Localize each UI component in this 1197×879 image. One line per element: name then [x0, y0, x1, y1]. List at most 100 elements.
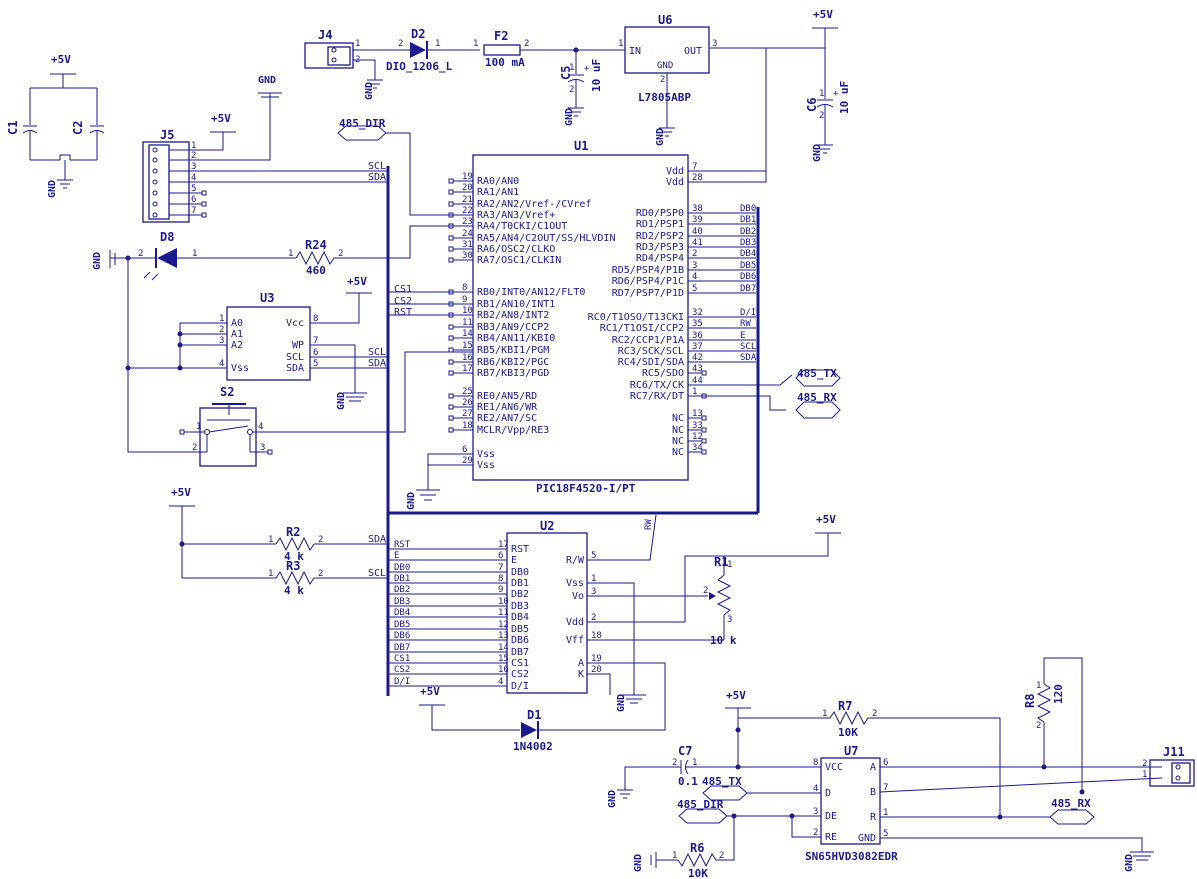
u2-pin-name: Vss: [566, 578, 584, 589]
j5-pin-num: 4: [191, 173, 196, 183]
u1-pin-name: Vdd: [666, 166, 684, 177]
c1-c2-decoupling: +5V C1 C2 GND: [6, 53, 105, 198]
svg-text:+: +: [833, 89, 839, 99]
svg-text:RW: RW: [644, 519, 654, 530]
j5-pin-num: 1: [191, 141, 196, 151]
u1-pin-num: 20: [462, 183, 473, 193]
u1-pin-num: 35: [692, 319, 703, 329]
u6-ref: U6: [658, 13, 672, 27]
u1-pin-name: RC1/T1OSI/CCP2: [600, 323, 684, 334]
r7-value: 10K: [838, 726, 858, 739]
svg-text:+5V: +5V: [51, 53, 71, 66]
u7-pin-num: 6: [883, 758, 888, 768]
u2-pin-name: DB5: [511, 624, 529, 635]
u1-pin-name: NC: [672, 447, 684, 458]
u1-pin-name: RD7/PSP7/P1D: [612, 288, 684, 299]
u2-pin-num: 5: [591, 551, 596, 561]
svg-text:GND: GND: [364, 82, 375, 100]
svg-text:1: 1: [672, 851, 677, 861]
u1-pin-num: 5: [692, 284, 697, 294]
d1-value: 1N4002: [513, 740, 553, 753]
u1-pin-num: 34: [692, 443, 703, 453]
u2-pin-name: DB3: [511, 601, 529, 612]
r6-value: 10K: [688, 867, 708, 879]
d8-led: GND D8 2 1: [92, 230, 296, 281]
u2-pin-num: 12: [498, 620, 509, 630]
svg-text:2: 2: [703, 586, 708, 596]
net-485-dir-top: 485_DIR: [337, 117, 473, 216]
u2-pin-num: 13: [498, 631, 509, 641]
u1-pin-num: 3: [692, 261, 697, 271]
c5-capacitor: C5 10 uF + 1 2 GND: [559, 47, 603, 126]
u1-net-label: DB6: [740, 272, 756, 282]
svg-text:GND: GND: [336, 392, 347, 410]
u2-pin-name: DB2: [511, 589, 529, 600]
u2-pin-num: 7: [498, 563, 503, 573]
svg-text:1: 1: [819, 89, 824, 99]
u1-net-label: DB1: [740, 215, 756, 225]
u1-pin-name: RC3/SCK/SCL: [618, 346, 684, 357]
u1-pin-name: MCLR/Vpp/RE3: [477, 425, 549, 436]
u1-pin-name: RD4/PSP4: [636, 253, 684, 264]
u2-net-label: DB0: [394, 563, 410, 573]
svg-text:4: 4: [258, 422, 263, 432]
svg-text:IN: IN: [629, 46, 641, 57]
svg-text:2: 2: [338, 249, 343, 259]
u1-net-label: SCL: [740, 342, 756, 352]
c6-value: 10 uF: [838, 81, 851, 114]
svg-text:GND: GND: [633, 854, 644, 872]
u7-pin-name: D: [825, 788, 831, 799]
u1-pin-num: 10: [462, 306, 473, 316]
u3-pin-name: A0: [231, 318, 243, 329]
u1-pin-name: RC2/CCP1/P1A: [612, 335, 684, 346]
svg-text:2: 2: [318, 569, 323, 579]
u2-pin-name: DB4: [511, 612, 529, 623]
svg-text:1: 1: [618, 39, 623, 49]
u1-pin-name: RD5/PSP4/P1B: [612, 265, 684, 276]
svg-text:1: 1: [268, 535, 273, 545]
c2-ref: C2: [71, 121, 85, 135]
u2-pin-num: 6: [498, 551, 503, 561]
u1-net-label: DB7: [740, 284, 756, 294]
svg-text:1: 1: [435, 39, 440, 49]
u1-pin-name: RC7/RX/DT: [630, 391, 684, 402]
u1-pin-name: RC0/T1OSO/T13CKI: [588, 312, 684, 323]
u1-pin-name: RD3/PSP3: [636, 242, 684, 253]
u1-pin-num: 1: [692, 387, 697, 397]
u1-pin-num: 22: [462, 206, 473, 216]
u1-pin-name: RC6/TX/CK: [630, 380, 684, 391]
u2-pin-num: 2: [591, 613, 596, 623]
u7-pin-name: DE: [825, 811, 837, 822]
svg-text:2: 2: [672, 758, 677, 768]
u7-right-wiring: GND 485_RX: [879, 764, 1163, 872]
u7-pin-name: GND: [858, 833, 876, 844]
svg-text:1: 1: [196, 422, 201, 432]
u1-pin-num: 4: [692, 272, 697, 282]
u1-pin-num: 16: [462, 353, 473, 363]
u1-pin-name: NC: [672, 413, 684, 424]
c7-capacitor: GND C7 0.1 2 1: [607, 744, 738, 808]
u1-pin-num: 7: [692, 162, 697, 172]
svg-text:GND: GND: [92, 252, 103, 270]
u7-pin-num: 4: [813, 784, 818, 794]
svg-text:+5V: +5V: [726, 689, 746, 702]
svg-text:GND: GND: [655, 128, 666, 146]
u1-pin-num: 29: [462, 456, 473, 466]
u2-pin-name: CS2: [511, 669, 529, 680]
s2-ref: S2: [220, 385, 234, 399]
u7-pin-name: A: [870, 762, 876, 773]
u2-pin-num: 17: [498, 540, 509, 550]
svg-text:1: 1: [1036, 681, 1041, 691]
u1-pin-num: 12: [692, 432, 703, 442]
u2-pin-name: RST: [511, 544, 529, 555]
u2-pin-name: CS1: [511, 658, 529, 669]
svg-text:1: 1: [692, 758, 697, 768]
u1-net-label: DB5: [740, 261, 756, 271]
u7-pin-num: 2: [813, 828, 818, 838]
u2-net-label: DB7: [394, 643, 410, 653]
svg-text:2: 2: [398, 39, 403, 49]
j5-pin-num: 7: [191, 206, 196, 216]
u1-pin-num: 40: [692, 227, 703, 237]
u1-pin-num: 33: [692, 421, 703, 431]
